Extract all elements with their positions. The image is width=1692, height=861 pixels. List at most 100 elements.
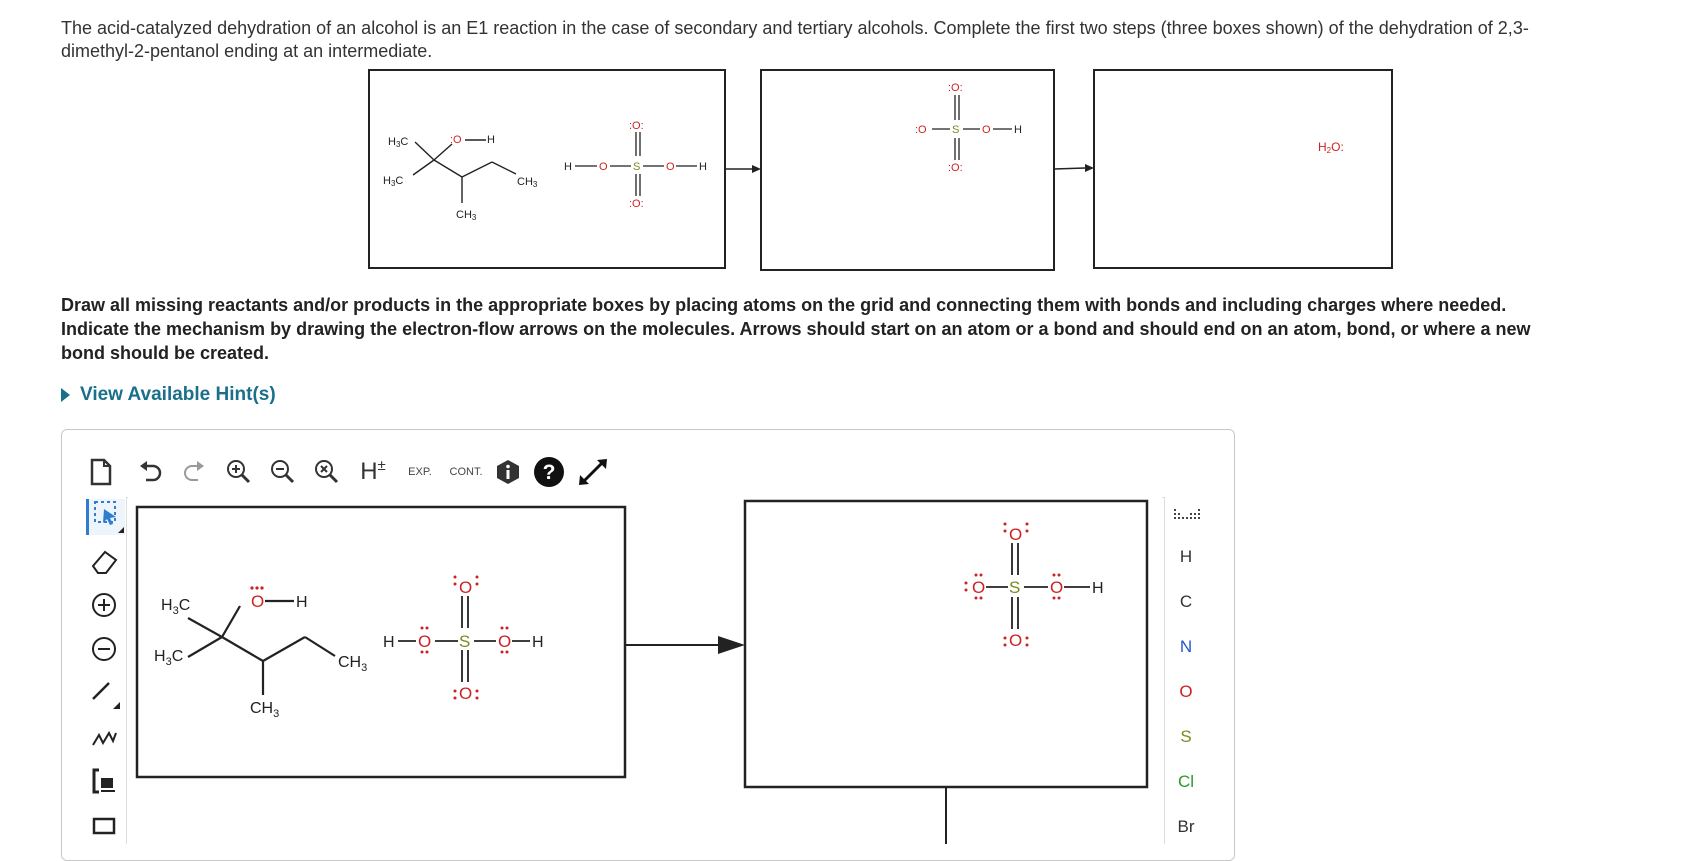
instructions-line-3: bond should be created. (61, 343, 270, 363)
element-O-button[interactable]: O (1179, 682, 1193, 701)
element-H-button[interactable]: H (1179, 547, 1193, 566)
ch3-bottom-label: CH3 (250, 700, 279, 720)
svg-text:?: ? (543, 461, 556, 484)
info-icon (497, 460, 519, 484)
undo-button[interactable] (136, 455, 164, 489)
element-C-button[interactable]: C (1179, 592, 1193, 611)
svg-text:H3C: H3C (388, 136, 408, 149)
preview-box-3 (1093, 69, 1393, 269)
bond-tool-button[interactable] (86, 675, 122, 711)
periodic-table-icon (1174, 509, 1200, 519)
svg-text:H: H (487, 134, 495, 146)
plus-charge-icon (92, 593, 116, 617)
redo-button[interactable] (180, 455, 208, 489)
instructions-line-1: Draw all missing reactants and/or produc… (61, 295, 1507, 315)
svg-text:S: S (1009, 578, 1020, 597)
svg-text:O: O (1009, 525, 1022, 544)
eraser-icon (91, 550, 118, 574)
hydroxyl-hydrogen: H (296, 594, 308, 611)
svg-text:O: O (666, 161, 675, 173)
periodic-table-button[interactable] (1165, 503, 1207, 529)
preview-box-2 (760, 69, 1055, 271)
help-icon: ? (534, 457, 564, 487)
undo-icon (140, 461, 162, 482)
drawing-canvas[interactable]: H3C H3C CH3 CH3 O H H O S O H O O (128, 497, 1162, 844)
view-hints-toggle[interactable]: View Available Hint(s) (61, 384, 276, 406)
minus-charge-icon (92, 637, 116, 661)
svg-text:H: H (564, 161, 572, 173)
chain-tool-button[interactable] (86, 719, 122, 755)
shape-tool-button[interactable] (86, 807, 122, 843)
svg-text:O: O (982, 124, 991, 136)
svg-text:O: O (1009, 631, 1022, 650)
element-S-button[interactable]: S (1180, 727, 1192, 746)
h3c-top-label: H3C (161, 597, 190, 617)
expand-triangle-icon (61, 388, 70, 402)
rectangle-icon (92, 817, 116, 835)
toggle-hydrogens-label: H (360, 458, 378, 485)
zoom-reset-button[interactable] (312, 455, 342, 489)
bracket-tool-button[interactable] (86, 763, 122, 799)
zoom-out-button[interactable] (268, 455, 298, 489)
element-Cl-button[interactable]: Cl (1177, 772, 1195, 791)
toggle-hydrogens-button[interactable]: H± (356, 455, 390, 489)
ch3-right-label: CH3 (338, 654, 367, 674)
element-toolbar: H C N O S Cl Br (1164, 497, 1207, 844)
svg-text::O:: :O: (948, 162, 963, 174)
instructions: Draw all missing reactants and/or produc… (61, 293, 1661, 365)
svg-text:O: O (459, 684, 472, 703)
zoom-in-icon (227, 460, 251, 484)
svg-text::O:: :O: (948, 82, 963, 94)
reactant-box (135, 505, 627, 779)
preview-arrow-1 (752, 165, 761, 173)
svg-text:S: S (952, 124, 959, 136)
info-button[interactable] (494, 455, 522, 489)
svg-text:O: O (599, 161, 608, 173)
new-document-icon (90, 458, 112, 486)
question-line-2: dimethyl-2-pentanol ending at an interme… (61, 41, 433, 61)
expand-button[interactable]: EXP. (400, 455, 440, 489)
element-N-button[interactable]: N (1179, 637, 1193, 656)
svg-text::O:: :O: (629, 120, 644, 132)
fullscreen-button[interactable] (576, 455, 610, 489)
zoom-out-icon (271, 460, 295, 484)
left-toolbar (80, 497, 127, 844)
svg-text:O: O (418, 632, 431, 651)
view-hints-label: View Available Hint(s) (80, 384, 276, 405)
chain-icon (92, 730, 117, 746)
question-text: The acid-catalyzed dehydration of an alc… (61, 17, 1661, 63)
zoom-reset-icon (315, 460, 339, 484)
bond-icon (92, 682, 120, 709)
svg-text::O: :O (915, 124, 927, 136)
svg-text:O: O (498, 632, 511, 651)
expand-label: EXP. (408, 466, 432, 478)
new-document-button[interactable] (86, 455, 116, 489)
reaction-arrow-head (718, 636, 745, 654)
instructions-line-2: Indicate the mechanism by drawing the el… (61, 319, 1531, 339)
svg-text::O:: :O: (629, 198, 644, 210)
question-line-1: The acid-catalyzed dehydration of an alc… (61, 18, 1529, 38)
svg-text:H: H (383, 634, 395, 651)
hydrogen-sulfate-molecule[interactable]: O S O H O O (964, 522, 1104, 651)
sulfuric-acid-molecule[interactable]: H O S O H O O (383, 575, 544, 704)
redo-icon (184, 461, 204, 481)
svg-text:CH3: CH3 (517, 176, 538, 189)
element-Br-button[interactable]: Br (1177, 817, 1195, 836)
eraser-tool-button[interactable] (86, 543, 122, 579)
help-button[interactable]: ? (532, 455, 566, 489)
negative-charge-button[interactable] (86, 631, 122, 667)
alcohol-molecule[interactable]: H3C H3C CH3 CH3 O H (154, 586, 367, 720)
selection-tool-button[interactable] (86, 499, 125, 535)
preview-water: H2O: (1318, 140, 1344, 155)
svg-text:S: S (633, 161, 640, 173)
contract-label: CONT. (449, 466, 483, 478)
svg-text:H: H (1014, 124, 1022, 136)
positive-charge-button[interactable] (86, 587, 122, 623)
h3c-bottom-label: H3C (154, 648, 183, 668)
contract-button[interactable]: CONT. (444, 455, 488, 489)
sulfur-atom: S (459, 632, 470, 651)
svg-text:H3C: H3C (383, 175, 403, 188)
toggle-hydrogens-sup: ± (377, 456, 386, 474)
svg-text:H: H (1092, 580, 1104, 597)
zoom-in-button[interactable] (224, 455, 254, 489)
